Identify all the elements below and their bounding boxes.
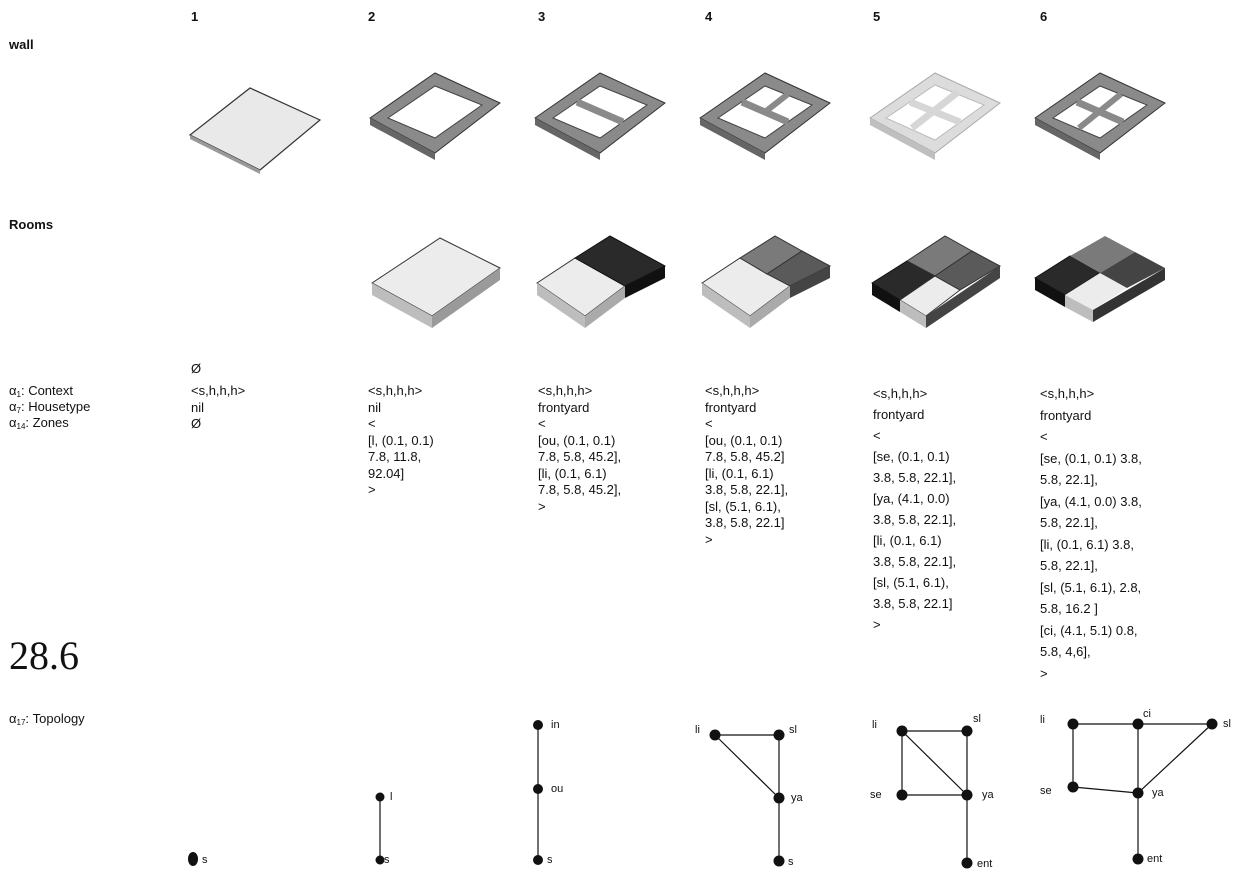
wall-frame-image-5 bbox=[869, 72, 1001, 160]
node-label-ya: ya bbox=[791, 792, 804, 804]
node-label-sl: sl bbox=[789, 724, 797, 736]
column-number-3: 3 bbox=[538, 9, 546, 24]
column-number-6: 6 bbox=[1040, 9, 1048, 24]
page-number: 28.6 bbox=[9, 633, 79, 678]
node-s bbox=[188, 852, 198, 866]
node-li bbox=[709, 729, 721, 741]
topology-graph-5: li sl se ya ent bbox=[870, 713, 995, 870]
node-s bbox=[375, 855, 385, 865]
attr-cell-3: <s,h,h,h> frontyard < [ou, (0.1, 0.1) 7.… bbox=[538, 383, 622, 514]
node-s bbox=[533, 855, 543, 865]
rooms-image-6 bbox=[1034, 236, 1165, 322]
node-sl bbox=[773, 729, 785, 741]
attr-cell-6: <s,h,h,h> frontyard < [se, (0.1, 0.1) 3.… bbox=[1040, 386, 1142, 681]
attr-cell-4: <s,h,h,h> frontyard < [ou, (0.1, 0.1) 7.… bbox=[705, 383, 789, 547]
node-label-ent: ent bbox=[1147, 853, 1162, 865]
node-sl bbox=[961, 725, 973, 737]
rooms-image-2 bbox=[371, 237, 501, 328]
node-ya bbox=[961, 789, 973, 801]
rooms-image-5 bbox=[871, 235, 1002, 328]
node-s bbox=[773, 855, 785, 867]
node-label-s: s bbox=[547, 854, 553, 866]
rooms-image-4 bbox=[701, 235, 832, 328]
node-label-ya: ya bbox=[1152, 787, 1165, 799]
wall-frame-image-3 bbox=[534, 72, 666, 160]
rooms-image-3 bbox=[536, 235, 667, 328]
attr-cell-5: <s,h,h,h> frontyard < [se, (0.1, 0.1) 3.… bbox=[873, 386, 957, 632]
column-number-2: 2 bbox=[368, 9, 376, 24]
node-label-li: li bbox=[695, 724, 700, 736]
node-label-l: l bbox=[390, 791, 392, 803]
attr-cell-2: <s,h,h,h> nil < [l, (0.1, 0.1) 7.8, 11.8… bbox=[368, 383, 434, 497]
wall-frame-image-6 bbox=[1034, 72, 1166, 160]
row-label-rooms: Rooms bbox=[9, 217, 54, 232]
topology-graph-1: s bbox=[188, 852, 208, 866]
column-number-1: 1 bbox=[191, 9, 199, 24]
node-label-s: s bbox=[788, 856, 794, 868]
node-sl bbox=[1206, 718, 1218, 730]
node-ya bbox=[1132, 787, 1144, 799]
topology-graph-6: li ci sl se ya ent bbox=[1040, 708, 1231, 865]
wall-slab-image-1 bbox=[188, 87, 322, 174]
node-label-s: s bbox=[384, 854, 390, 866]
topology-graph-3: in ou s bbox=[533, 719, 563, 866]
row-label-wall: wall bbox=[9, 37, 34, 52]
node-label-li: li bbox=[872, 719, 877, 731]
node-label-s: s bbox=[202, 854, 208, 866]
node-label-ent: ent bbox=[977, 858, 992, 870]
node-l bbox=[375, 792, 385, 802]
node-label-ci: ci bbox=[1143, 708, 1151, 720]
attr-label-housetype: α7: Housetype bbox=[9, 399, 91, 415]
node-se bbox=[1067, 781, 1079, 793]
node-ent bbox=[1132, 853, 1144, 865]
node-ya bbox=[773, 792, 785, 804]
node-label-se: se bbox=[1040, 785, 1052, 797]
node-label-sl: sl bbox=[973, 713, 981, 725]
topology-graph-4: li sl ya s bbox=[695, 724, 804, 868]
node-label-li: li bbox=[1040, 714, 1045, 726]
topology-label: α17: Topology bbox=[9, 711, 85, 727]
node-label-ya: ya bbox=[982, 789, 995, 801]
attr-label-context: α1: Context bbox=[9, 383, 73, 399]
attr-label-zones: α14: Zones bbox=[9, 415, 69, 431]
node-li bbox=[1067, 718, 1079, 730]
node-ent bbox=[961, 857, 973, 869]
topology-graph-2: l s bbox=[375, 791, 392, 866]
empty-set-symbol: Ø bbox=[191, 361, 202, 376]
node-label-ou: ou bbox=[551, 783, 563, 795]
node-li bbox=[896, 725, 908, 737]
node-label-sl: sl bbox=[1223, 718, 1231, 730]
column-number-5: 5 bbox=[873, 9, 881, 24]
attr-cell-1: <s,h,h,h> nil Ø bbox=[191, 383, 246, 431]
node-ci bbox=[1132, 718, 1144, 730]
node-label-in: in bbox=[551, 719, 560, 731]
node-se bbox=[896, 789, 908, 801]
node-in bbox=[533, 720, 543, 730]
node-label-se: se bbox=[870, 789, 882, 801]
wall-frame-image-2 bbox=[369, 72, 501, 160]
wall-frame-image-4 bbox=[699, 72, 831, 160]
node-ou bbox=[533, 784, 543, 794]
column-number-4: 4 bbox=[705, 9, 713, 24]
